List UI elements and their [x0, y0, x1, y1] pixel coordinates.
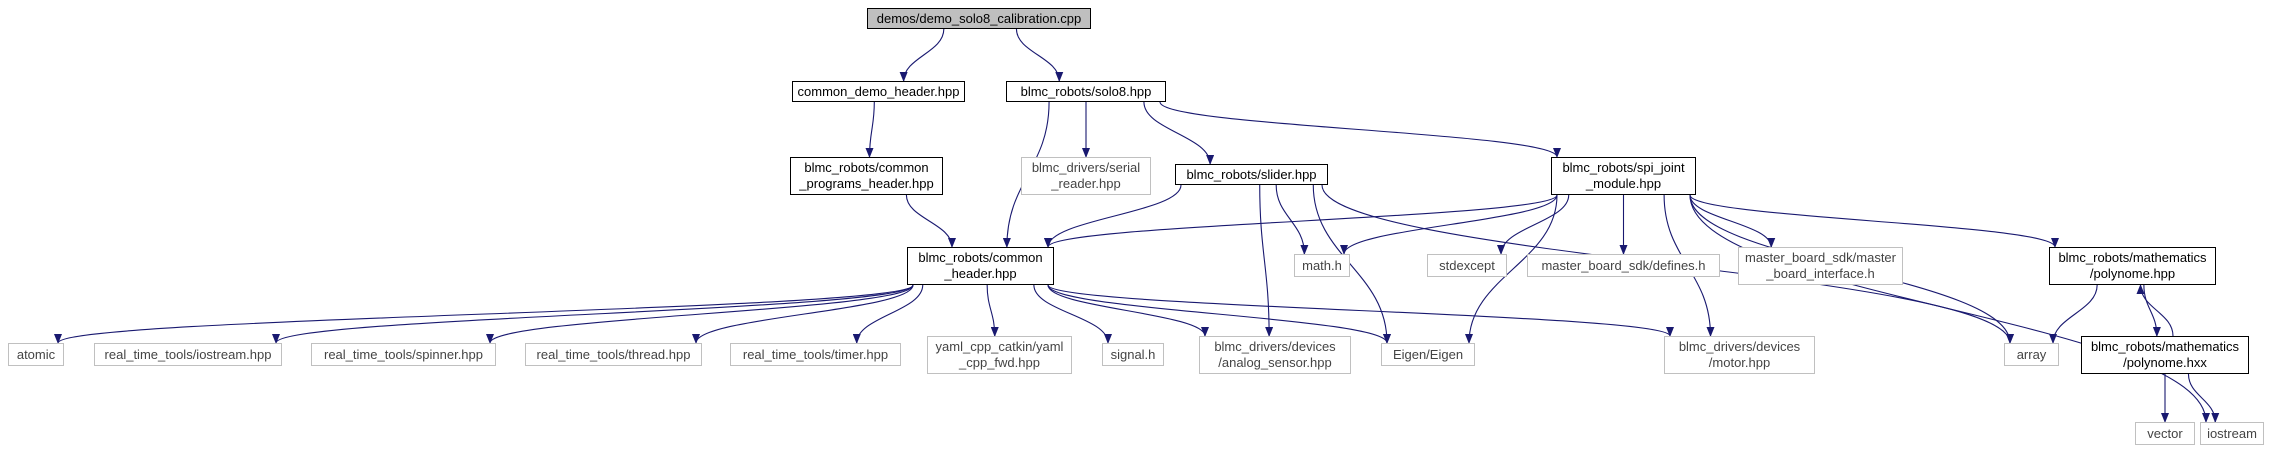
node-label-line: /motor.hpp	[1708, 355, 1771, 370]
node-label: real_time_tools/iostream.hpp	[104, 346, 272, 362]
edge-slider-to-math_h	[1275, 184, 1309, 255]
edge-polynome_hpp-to-array	[2049, 284, 2098, 344]
node-rt-spinner: real_time_tools/spinner.hpp	[311, 343, 496, 366]
node-polynome-hpp[interactable]: blmc_robots/mathematics /polynome.hpp	[2049, 247, 2216, 285]
node-label-line: _cpp_fwd.hpp	[959, 355, 1040, 370]
node-eigen: Eigen/Eigen	[1381, 343, 1475, 366]
node-label-line: blmc_drivers/serial	[1031, 160, 1141, 175]
node-label: array	[2016, 346, 2047, 362]
node-label: master_board_sdk/defines.h	[1541, 257, 1706, 273]
node-label: real_time_tools/spinner.hpp	[324, 346, 483, 362]
edge-solo8-to-spi_joint_module	[1159, 101, 1561, 158]
edge-common_header-to-eigen	[1047, 284, 1391, 344]
edge-common_header-to-motor	[1047, 284, 1674, 337]
edge-spi_joint_module-to-common_header	[1044, 194, 1558, 248]
node-label: stdexcept	[1439, 257, 1495, 273]
node-label: real_time_tools/thread.hpp	[536, 346, 691, 362]
node-atomic: atomic	[8, 343, 64, 366]
edge-spi_joint_module-to-polynome_hpp	[1689, 194, 2059, 248]
node-iostream: iostream	[2200, 422, 2264, 445]
edge-polynome_hxx-to-iostream	[2187, 373, 2220, 423]
node-label-line: blmc_robots/common	[918, 250, 1043, 265]
node-label-line: blmc_robots/mathematics	[2058, 250, 2207, 265]
node-root: demos/demo_solo8_calibration.cpp	[867, 8, 1091, 29]
node-analog-sensor: blmc_drivers/devices /analog_sensor.hpp	[1199, 336, 1351, 374]
node-label: iostream	[2207, 425, 2257, 441]
edge-spi_joint_module-to-math_h	[1340, 194, 1558, 255]
node-label-line: /polynome.hxx	[2123, 355, 2207, 370]
edge-common_header-to-rt_spinner	[486, 284, 914, 344]
node-solo8[interactable]: blmc_robots/solo8.hpp	[1006, 81, 1166, 102]
edge-polynome_hpp-to-polynome_hxx	[2143, 284, 2161, 337]
edge-common_header-to-rt_iostream	[272, 284, 914, 344]
node-label: real_time_tools/timer.hpp	[742, 346, 889, 362]
node-array: array	[2004, 343, 2059, 366]
edge-spi_joint_module-to-iostream	[1689, 194, 2210, 423]
edge-root-to-common_demo_header	[899, 28, 945, 82]
node-label-line: _programs_header.hpp	[799, 176, 934, 191]
node-label: vector	[2147, 425, 2183, 441]
node-label: math.h	[1302, 257, 1342, 273]
node-label-line: _module.hpp	[1585, 176, 1662, 191]
edge-common_header-to-rt_thread	[692, 284, 914, 344]
node-label: signal.h	[1110, 346, 1156, 362]
node-label-line: /polynome.hpp	[2089, 266, 2176, 281]
edge-spi_joint_module-to-stdexcept	[1497, 194, 1570, 255]
node-label-line: blmc_robots/spi_joint	[1562, 160, 1685, 175]
edge-spi_joint_module-to-eigen	[1465, 194, 1558, 344]
node-defines-h: master_board_sdk/defines.h	[1527, 254, 1720, 277]
node-master-board-interface: master_board_sdk/master _board_interface…	[1738, 247, 1903, 285]
node-rt-timer: real_time_tools/timer.hpp	[730, 343, 901, 366]
node-serial-reader: blmc_drivers/serial _reader.hpp	[1021, 157, 1151, 195]
node-label: Eigen/Eigen	[1392, 346, 1464, 362]
node-slider[interactable]: blmc_robots/slider.hpp	[1175, 164, 1328, 185]
node-label-line: blmc_robots/common	[804, 160, 929, 175]
node-label-line: yaml_cpp_catkin/yaml	[935, 339, 1064, 354]
node-rt-iostream: real_time_tools/iostream.hpp	[94, 343, 282, 366]
node-math-h: math.h	[1294, 254, 1350, 277]
node-label-line: blmc_drivers/devices	[1678, 339, 1801, 354]
node-yaml-fwd: yaml_cpp_catkin/yaml _cpp_fwd.hpp	[927, 336, 1072, 374]
node-label-line: _header.hpp	[944, 266, 1017, 281]
node-motor: blmc_drivers/devices /motor.hpp	[1664, 336, 1815, 374]
node-label-line: _board_interface.h	[1766, 266, 1875, 281]
node-rt-thread: real_time_tools/thread.hpp	[525, 343, 702, 366]
edge-common_header-to-atomic	[54, 284, 914, 344]
node-polynome-hxx[interactable]: blmc_robots/mathematics /polynome.hxx	[2081, 336, 2249, 374]
node-vector: vector	[2135, 422, 2195, 445]
edge-spi_joint_module-to-master_board_interface	[1689, 194, 1776, 248]
node-label-line: /analog_sensor.hpp	[1218, 355, 1332, 370]
edge-slider-to-common_header	[1044, 184, 1182, 248]
node-label: demos/demo_solo8_calibration.cpp	[876, 10, 1082, 26]
edge-common_programs_header-to-common_header	[905, 194, 956, 248]
edge-slider-to-eigen	[1312, 184, 1391, 344]
node-label: blmc_robots/solo8.hpp	[1020, 83, 1152, 99]
edge-common_demo_header-to-common_programs_header	[865, 101, 875, 158]
node-label: common_demo_header.hpp	[797, 83, 960, 99]
node-label: atomic	[16, 346, 56, 362]
edge-solo8-to-slider	[1143, 101, 1215, 165]
node-label-line: blmc_drivers/devices	[1214, 339, 1336, 354]
edge-root-to-solo8	[1015, 28, 1064, 82]
node-label-line: master_board_sdk/master	[1744, 250, 1896, 265]
node-common-demo-header[interactable]: common_demo_header.hpp	[792, 81, 965, 102]
edge-polynome_hxx-to-polynome_hpp	[2136, 284, 2174, 337]
node-label-line: blmc_robots/mathematics	[2090, 339, 2240, 354]
node-label-line: _reader.hpp	[1051, 176, 1121, 191]
node-label: blmc_robots/slider.hpp	[1186, 166, 1317, 182]
edge-common_header-to-signal_h	[1033, 284, 1112, 344]
node-signal-h: signal.h	[1102, 343, 1164, 366]
node-common-programs-header[interactable]: blmc_robots/common _programs_header.hpp	[790, 157, 943, 195]
node-stdexcept: stdexcept	[1427, 254, 1507, 277]
edge-slider-to-analog_sensor	[1259, 184, 1274, 337]
edge-common_header-to-yaml_fwd	[986, 284, 999, 337]
node-common-header[interactable]: blmc_robots/common _header.hpp	[907, 247, 1054, 285]
edge-common_header-to-analog_sensor	[1047, 284, 1209, 337]
edge-common_header-to-rt_timer	[852, 284, 924, 344]
node-spi-joint-module[interactable]: blmc_robots/spi_joint _module.hpp	[1551, 157, 1696, 195]
